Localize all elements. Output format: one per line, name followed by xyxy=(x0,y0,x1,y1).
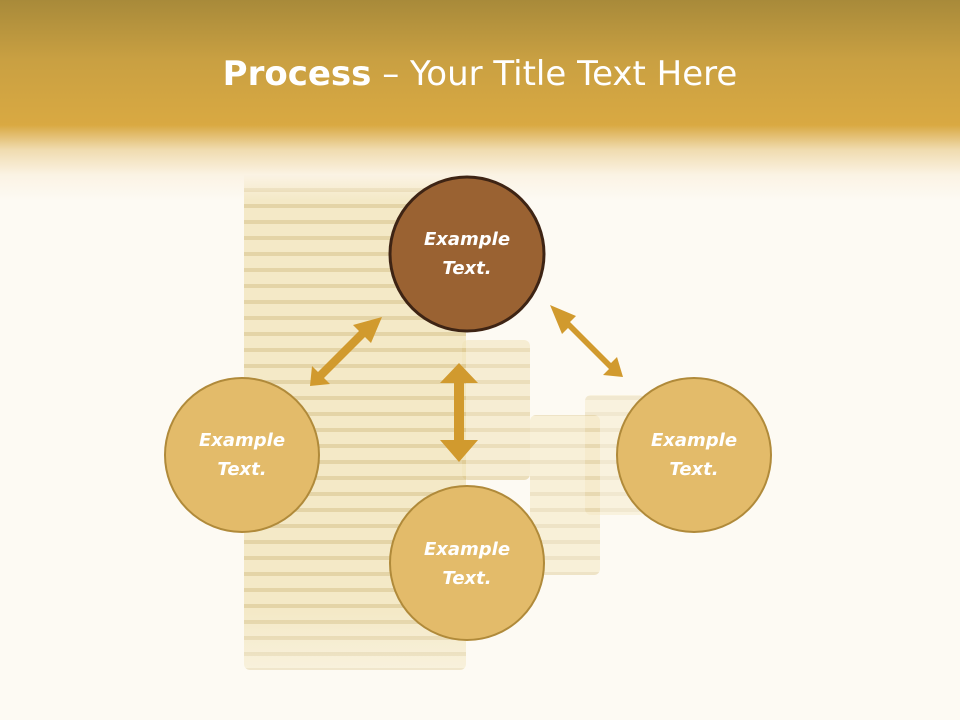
node-bottom-circle[interactable] xyxy=(389,485,545,641)
title-separator: – xyxy=(371,54,411,94)
node-top-label: Example Text. xyxy=(423,229,511,279)
double-arrow-vertical xyxy=(440,363,478,462)
title-text: Your Title Text Here xyxy=(410,54,738,94)
double-arrow-top-left xyxy=(310,317,382,386)
node-bottom-label: Example Text. xyxy=(423,539,511,589)
node-left-circle[interactable] xyxy=(164,377,320,533)
node-top-circle[interactable] xyxy=(388,175,546,333)
node-left-label: Example Text. xyxy=(198,430,286,480)
node-right-circle[interactable] xyxy=(616,377,772,533)
slide-title: Process – Your Title Text Here xyxy=(0,52,960,96)
header-band xyxy=(0,0,960,200)
double-arrow-top-right xyxy=(550,305,623,377)
title-bold: Process xyxy=(222,54,372,94)
node-right-label: Example Text. xyxy=(650,430,738,480)
